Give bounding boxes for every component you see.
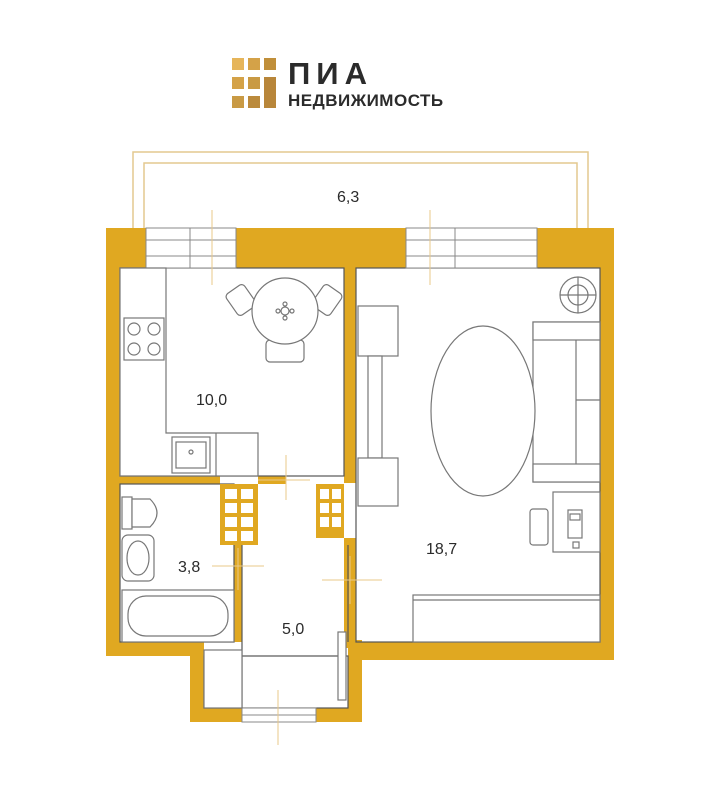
hall-furniture bbox=[203, 631, 347, 709]
bathroom-area: 3,8 bbox=[178, 559, 200, 576]
dining-set bbox=[225, 277, 343, 363]
hall-area: 5,0 bbox=[282, 621, 304, 638]
balcony bbox=[132, 151, 589, 228]
living-area: 18,7 bbox=[426, 541, 457, 558]
door-guides bbox=[211, 210, 431, 745]
living-furniture bbox=[357, 276, 601, 643]
cabinet-grid bbox=[225, 489, 341, 541]
logo-mark-icon bbox=[232, 58, 276, 108]
walls bbox=[106, 228, 614, 722]
windows bbox=[145, 227, 538, 723]
bathroom-fixtures bbox=[121, 496, 235, 643]
logo: ПИА НЕДВИЖИМОСТЬ bbox=[232, 56, 492, 114]
logo-subtitle: НЕДВИЖИМОСТЬ bbox=[288, 91, 444, 110]
kitchen-counter bbox=[119, 267, 259, 477]
logo-title: ПИА bbox=[288, 56, 373, 91]
balcony-area: 6,3 bbox=[337, 189, 359, 206]
kitchen-area: 10,0 bbox=[196, 392, 227, 409]
